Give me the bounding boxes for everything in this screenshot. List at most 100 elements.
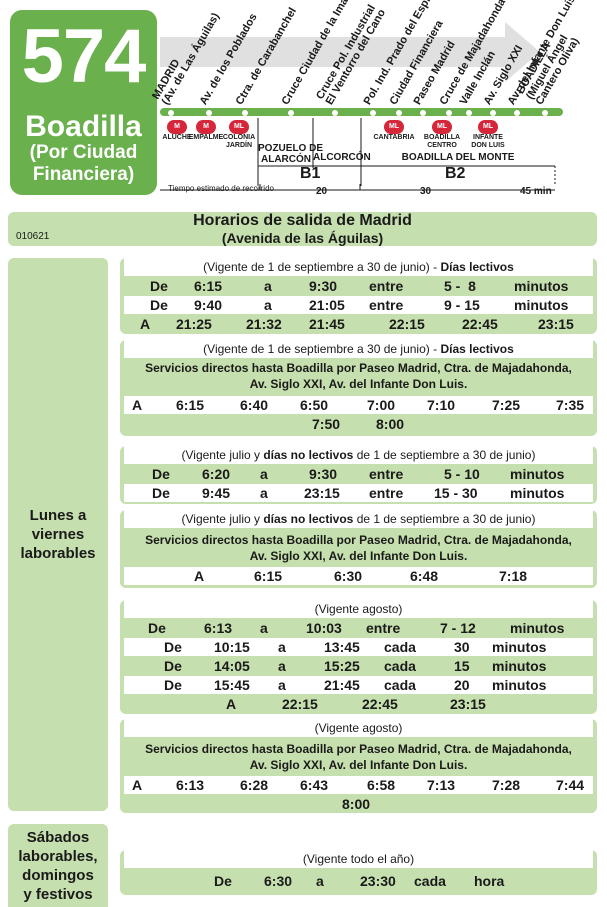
table-cell: 22:15 xyxy=(389,316,425,332)
table-cell: De xyxy=(148,620,166,636)
table-cell: 22:45 xyxy=(362,696,398,712)
stop-dot xyxy=(420,110,426,116)
stop-dot xyxy=(446,110,452,116)
route-arrow xyxy=(160,22,540,82)
table-cell: 7:00 xyxy=(367,397,396,413)
panel-agosto-directos: (Vigente agosto) Servicios directos hast… xyxy=(120,719,597,813)
validity: (Vigente agosto) xyxy=(124,719,593,737)
stop-dot xyxy=(206,110,212,116)
table-cell: cada xyxy=(384,639,416,655)
table-cell: 9:40 xyxy=(194,297,223,313)
panel-lectivos: (Vigente de 1 de septiembre a 30 de juni… xyxy=(120,258,597,334)
table-cell: 6:43 xyxy=(300,777,329,793)
table-cell: 15 xyxy=(454,658,470,674)
table-cell: 14:05 xyxy=(214,658,250,674)
table-cell: a xyxy=(316,873,324,889)
table-cell: 8:00 xyxy=(376,416,405,432)
table-row: 8:00 xyxy=(124,795,593,813)
table-cell: De xyxy=(214,873,232,889)
header-code: 010621 xyxy=(16,231,50,242)
table-cell: a xyxy=(278,639,286,655)
validity: (Vigente de 1 de septiembre a 30 de juni… xyxy=(124,340,593,358)
table-cell: 6:48 xyxy=(410,568,439,584)
line-destination: Boadilla xyxy=(25,110,142,143)
table-cell: minutos xyxy=(510,485,565,501)
metro-icon: ML xyxy=(478,120,498,134)
stop-dot xyxy=(332,110,338,116)
table-cell: 6:40 xyxy=(240,397,269,413)
table-cell: 23:15 xyxy=(304,485,340,501)
stop-dot xyxy=(168,110,174,116)
service-note: Servicios directos hasta Boadilla por Pa… xyxy=(145,361,572,375)
metro-icon: ML xyxy=(432,120,452,134)
table-cell: cada xyxy=(414,873,446,889)
table-cell: 7:13 xyxy=(427,777,456,793)
table-cell: De xyxy=(150,297,168,313)
stop-dot xyxy=(242,110,248,116)
table-cell: entre xyxy=(369,278,404,294)
table-cell: A xyxy=(132,397,143,413)
zone-boadilla: BOADILLA DEL MONTE xyxy=(401,152,515,163)
table-cell: entre xyxy=(366,620,401,636)
service-note: Servicios directos hasta Boadilla por Pa… xyxy=(145,533,572,547)
table-cell: minutos xyxy=(514,297,569,313)
stop-dot xyxy=(542,110,548,116)
table-cell: 13:45 xyxy=(324,639,360,655)
line-subtitle-2: Financiera) xyxy=(32,164,135,185)
table-cell: 10:15 xyxy=(214,639,250,655)
route-bar xyxy=(160,108,563,116)
table-cell: 6:15 xyxy=(254,568,283,584)
table-cell: 9:30 xyxy=(309,278,338,294)
side-weekend: Sábados laborables, domingos y festivos xyxy=(8,824,108,907)
tarifa-b2: B2 xyxy=(445,165,466,182)
validity: (Vigente agosto) xyxy=(124,600,593,618)
table-cell: minutos xyxy=(492,677,547,693)
tarifa-b1: B1 xyxy=(300,165,321,182)
header-title: Horarios de salida de Madrid xyxy=(193,212,412,229)
table-cell: 6:15 xyxy=(176,397,205,413)
table-cell: a xyxy=(278,658,286,674)
table-cell: 7:18 xyxy=(499,568,528,584)
table-cell: 23:30 xyxy=(360,873,396,889)
table-cell: 21:45 xyxy=(309,316,345,332)
zone-alcorcon: ALCORCÓN xyxy=(313,152,371,163)
table-cell: A xyxy=(140,316,151,332)
zone-lines xyxy=(160,118,556,191)
stop-dot xyxy=(466,110,472,116)
tiempo-30: 30 xyxy=(420,186,432,197)
panel-no-lectivos-directos: (Vigente julio y días no lectivos de 1 d… xyxy=(120,510,597,588)
side-weekdays: Lunes a viernes laborables xyxy=(8,258,108,811)
table-cell: minutos xyxy=(492,658,547,674)
table-cell: 21:32 xyxy=(246,316,282,332)
table-cell: 15 - 30 xyxy=(434,485,478,501)
table-cell: 21:25 xyxy=(176,316,212,332)
table-cell: a xyxy=(278,677,286,693)
table-cell: 15:25 xyxy=(324,658,360,674)
tiempo-label: Tiempo estimado de recorrido xyxy=(168,184,274,193)
metro-icon: M xyxy=(196,120,216,134)
table-cell: a xyxy=(264,278,272,294)
table-cell: 7:50 xyxy=(312,416,341,432)
table-cell: A xyxy=(194,568,205,584)
table-cell: a xyxy=(260,485,268,501)
table-cell: 6:58 xyxy=(367,777,396,793)
stop-dot xyxy=(288,110,294,116)
service-note: Av. Siglo XXI, Av. del Infante Don Luis. xyxy=(249,549,468,563)
table-cell: 5 - 8 xyxy=(444,278,476,294)
line-subtitle-1: (Por Ciudad xyxy=(29,142,138,163)
validity: (Vigente julio y días no lectivos de 1 d… xyxy=(124,446,593,464)
table-cell: 20 xyxy=(454,677,470,693)
validity: (Vigente todo el año) xyxy=(124,850,593,868)
panel-lectivos-directos: (Vigente de 1 de septiembre a 30 de juni… xyxy=(120,340,597,436)
table-cell: De xyxy=(164,658,182,674)
